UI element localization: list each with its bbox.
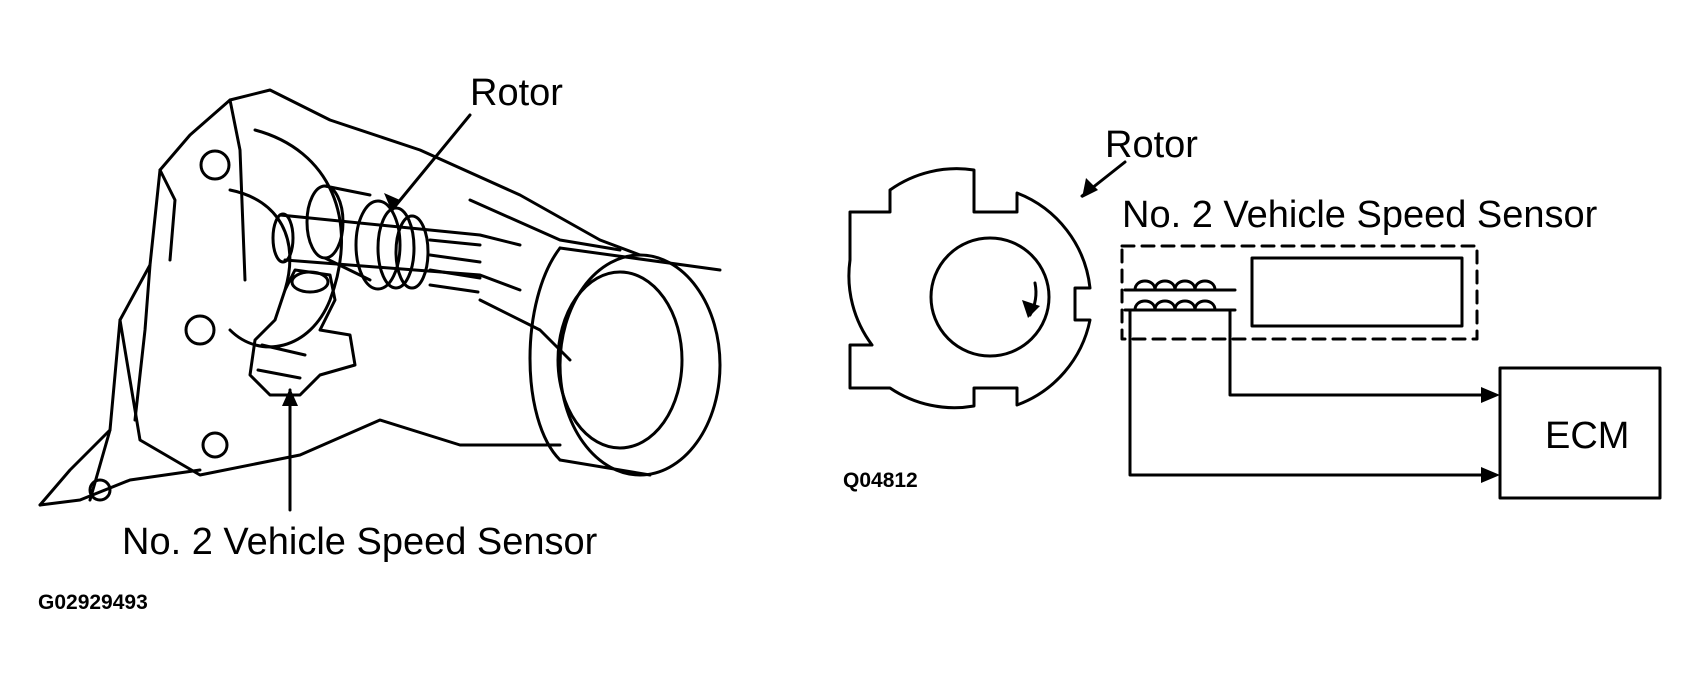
bolt xyxy=(88,478,112,502)
left-rotor-label: Rotor xyxy=(470,72,563,114)
bolt xyxy=(184,314,216,346)
rotor-ring xyxy=(847,167,1092,410)
bolt xyxy=(199,149,231,181)
ecm-label: ECM xyxy=(1545,415,1630,457)
transmission-housing xyxy=(38,88,642,507)
extension-cylinder xyxy=(558,246,722,477)
ecm-box xyxy=(1498,366,1662,500)
sensor-wire-2 xyxy=(1128,308,1497,477)
sensor-dashed-box xyxy=(1120,244,1479,341)
output-shaft xyxy=(278,213,522,292)
bolt xyxy=(201,431,229,459)
right-figure-code: Q04812 xyxy=(843,469,918,492)
rotor-hub xyxy=(929,236,1051,358)
sensor-magnet xyxy=(1250,256,1464,328)
sensor-wire-1 xyxy=(1228,308,1497,397)
speed-sensor-body xyxy=(248,268,357,397)
rotor xyxy=(354,199,402,291)
right-rotor-label: Rotor xyxy=(1105,124,1198,166)
left-figure-code: G02929493 xyxy=(38,591,148,614)
sensor-coil xyxy=(1123,279,1237,312)
left-sensor-label: No. 2 Vehicle Speed Sensor xyxy=(122,521,598,563)
rotor-leader-line xyxy=(390,113,472,212)
right-sensor-label: No. 2 Vehicle Speed Sensor xyxy=(1122,194,1598,236)
